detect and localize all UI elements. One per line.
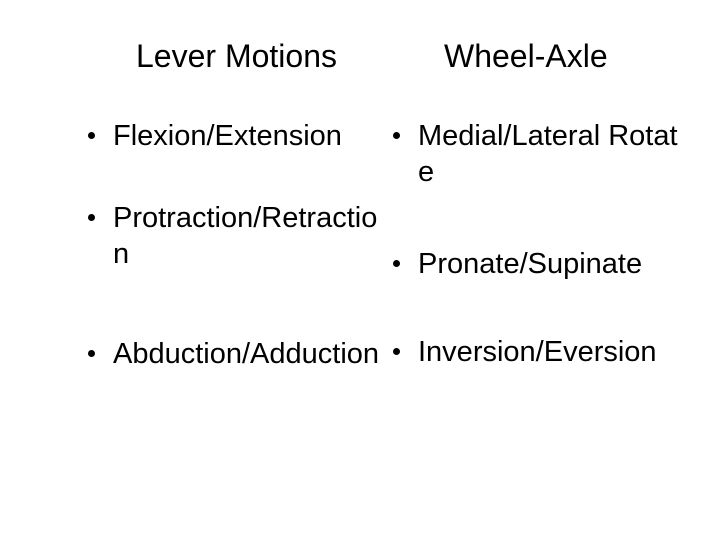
bullet-column-wheel-axle: Medial/Lateral Rotate Pronate/Supinate I…	[384, 118, 684, 370]
bullet-dot-icon	[393, 348, 400, 355]
list-item-label: Protraction/Retraction	[113, 202, 378, 270]
bullet-dot-icon	[393, 260, 400, 267]
list-item: Inversion/Eversion	[384, 334, 684, 370]
list-item-label: Pronate/Supinate	[418, 248, 643, 280]
list-item: Medial/Lateral Rotate	[384, 118, 684, 190]
list-item: Flexion/Extension	[80, 118, 380, 154]
list-item: Protraction/Retraction	[80, 200, 380, 272]
heading-row: Lever Motions Wheel-Axle	[0, 36, 720, 84]
column-heading-lever-motions: Lever Motions	[136, 38, 337, 74]
bullet-dot-icon	[88, 132, 95, 139]
column-heading-wheel-axle: Wheel-Axle	[444, 38, 608, 74]
list-item-label: Abduction/Adduction	[113, 338, 380, 370]
bullet-dot-icon	[88, 214, 95, 221]
bullet-dot-icon	[88, 350, 95, 357]
bullet-column-lever-motions: Flexion/Extension Protraction/Retraction…	[80, 118, 380, 372]
list-item-label: Flexion/Extension	[113, 120, 342, 152]
list-item-label: Inversion/Eversion	[418, 336, 657, 368]
list-item-label: Medial/Lateral Rotate	[418, 120, 678, 188]
list-item: Pronate/Supinate	[384, 246, 684, 282]
list-item: Abduction/Adduction	[80, 336, 380, 372]
bullet-dot-icon	[393, 132, 400, 139]
